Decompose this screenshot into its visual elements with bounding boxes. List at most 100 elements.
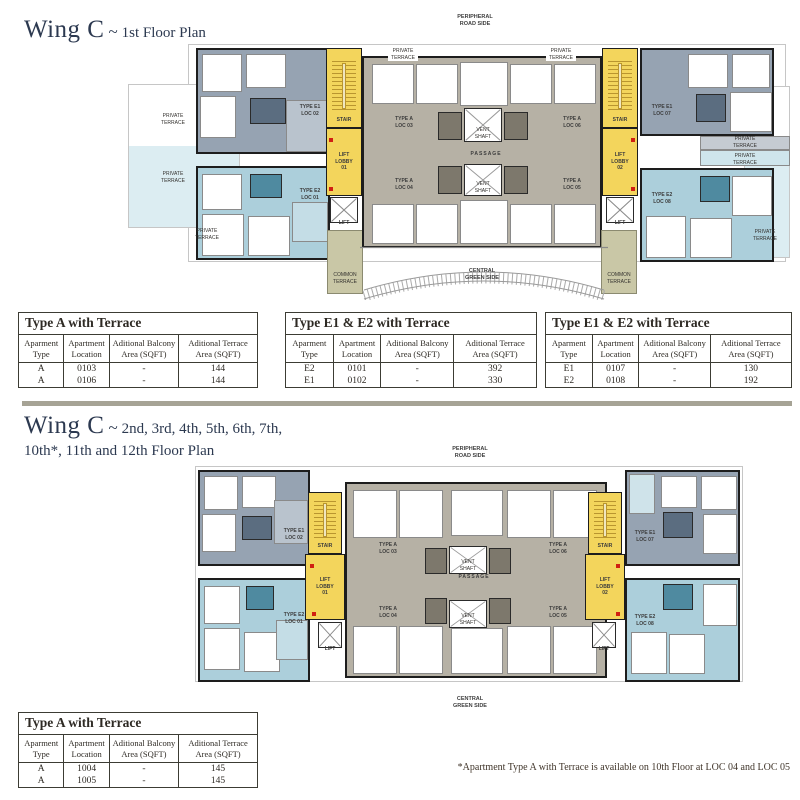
bedroom	[688, 54, 728, 88]
x-cross-icon	[607, 198, 633, 222]
lift-lobby-label: LIFT LOBBY 02	[611, 152, 629, 172]
bathroom	[250, 98, 286, 124]
bedroom	[204, 476, 238, 510]
lift-lobby-label: LIFT LOBBY 01	[316, 577, 334, 597]
vent-shaft: VENT SHAFT	[449, 546, 487, 574]
bedroom	[246, 54, 286, 88]
table-row: E1 0102 - 330	[285, 375, 537, 388]
floors-line2: 10th*, 11th and 12th Floor Plan	[24, 443, 215, 460]
bedroom	[669, 634, 705, 674]
col-header: Aditional Balcony Area (SQFT)	[108, 734, 180, 764]
direction-marker-icon	[631, 138, 635, 142]
vent-shaft-label: VENT SHAFT	[459, 613, 477, 626]
apartment-e2-loc01: TYPE E2 LOC 01	[196, 166, 330, 260]
bedroom	[554, 64, 596, 104]
type-a-block: VENT SHAFT VENT SHAFT TYPE A LOC 03 TYPE…	[362, 56, 602, 248]
bedroom	[202, 54, 242, 92]
stair-core-left: STAIR	[308, 492, 342, 554]
cell: -	[380, 362, 455, 376]
cell: -	[108, 362, 180, 376]
cell: 145	[178, 762, 258, 776]
col-header: Apartment Location	[63, 734, 110, 764]
col-header: Aparment Type	[285, 334, 334, 364]
stair-label: STAIR	[612, 117, 628, 123]
x-cross-icon	[450, 601, 486, 627]
apartment-e2-loc08: TYPE E2 LOC 08	[640, 168, 774, 262]
bathroom	[438, 112, 462, 140]
wing-name: Wing C	[24, 412, 105, 439]
cell: 192	[709, 375, 793, 388]
x-cross-icon	[593, 623, 615, 647]
apartment-label: TYPE E2 LOC 01	[283, 612, 305, 625]
stair-core-left: STAIR	[326, 48, 362, 128]
stair-rail	[618, 63, 622, 109]
x-cross-icon	[465, 109, 501, 141]
cell: 130	[709, 362, 793, 376]
stair-label: STAIR	[336, 117, 352, 123]
bedroom	[631, 632, 667, 674]
col-header: Aparment Type	[17, 334, 65, 364]
bedroom	[510, 64, 552, 104]
balcony	[629, 474, 655, 514]
common-terrace-left: COMMON TERRACE	[327, 230, 363, 294]
living-room	[274, 500, 308, 544]
cell: -	[108, 375, 180, 388]
terrace-band-blue	[700, 150, 790, 166]
bedroom	[353, 490, 397, 538]
stair-rail	[603, 503, 607, 537]
cell: 145	[178, 775, 258, 788]
x-cross-icon	[450, 547, 486, 573]
bathroom	[489, 598, 511, 624]
cell: E1	[285, 375, 334, 388]
bedroom	[204, 628, 240, 670]
direction-marker-icon	[329, 138, 333, 142]
lift-shaft	[318, 622, 342, 648]
col-header: Aditional Terrace Area (SQFT)	[178, 334, 258, 364]
direction-marker-icon	[616, 564, 620, 568]
bedroom	[661, 476, 697, 508]
bedroom	[451, 628, 503, 674]
bathroom	[663, 512, 693, 538]
stair-rail	[342, 63, 346, 109]
private-terrace-label: PRIVATE TERRACE	[161, 113, 185, 126]
direction-marker-icon	[310, 564, 314, 568]
bedroom	[202, 174, 242, 210]
bedroom	[200, 96, 236, 138]
table-row: E1 0107 - 130	[545, 362, 793, 376]
lift-lobby-label: LIFT LOBBY 02	[596, 577, 614, 597]
apartment-label: TYPE E2 LOC 01	[299, 188, 321, 201]
table-title: Type E1 & E2 with Terrace	[285, 312, 537, 335]
col-header: Apartment Location	[332, 334, 382, 364]
col-header: Aparment Type	[545, 334, 593, 364]
lift-lobby-02: LIFT LOBBY 02	[585, 554, 625, 620]
table-type-a-terrace-1st: Type A with Terrace Aparment Type Apartm…	[17, 312, 258, 389]
cell: -	[108, 775, 180, 788]
tilde: ~	[108, 418, 118, 437]
bathroom	[489, 548, 511, 574]
bedroom	[460, 62, 508, 106]
cell: -	[638, 362, 711, 376]
table-row: E2 0108 - 192	[545, 375, 793, 388]
cell: -	[380, 375, 455, 388]
private-terrace-label: PRIVATE TERRACE	[388, 48, 418, 61]
cell: 144	[178, 362, 258, 376]
col-header: Aditional Terrace Area (SQFT)	[709, 334, 793, 364]
balustrade-arc	[360, 246, 608, 300]
apartment-label: TYPE A LOC 05	[563, 178, 581, 191]
cell: E1	[545, 362, 593, 376]
cell: A	[17, 375, 65, 388]
cell: E2	[545, 375, 593, 388]
bedroom	[202, 514, 236, 552]
lift-label: LIFT	[614, 220, 626, 226]
cell: 330	[453, 375, 537, 388]
bedroom	[510, 204, 552, 244]
bedroom	[553, 626, 597, 674]
peripheral-road-label: PERIPHERAL ROAD SIDE	[452, 446, 488, 460]
vent-shaft: VENT SHAFT	[464, 164, 502, 196]
type-a-block: VENT SHAFT VENT SHAFT TYPE A LOC 03 TYPE…	[345, 482, 607, 678]
bedroom	[204, 586, 240, 624]
table-e1-e2-terrace-b: Type E1 & E2 with Terrace Aparment Type …	[545, 312, 793, 389]
common-terrace-right: COMMON TERRACE	[601, 230, 637, 294]
section-divider	[22, 401, 792, 406]
